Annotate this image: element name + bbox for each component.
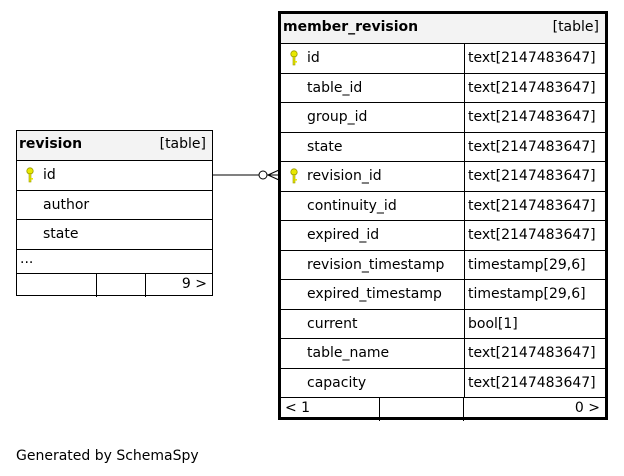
column-type: text[2147483647] (464, 221, 605, 250)
column-row-table-id[interactable]: table_id text[2147483647] (281, 73, 605, 103)
table-name: revision (19, 136, 83, 152)
column-name: current (307, 315, 358, 332)
column-name: table_name (307, 345, 390, 361)
more-columns-row: ... (17, 250, 212, 274)
revision-table[interactable]: revision [table] id author state ... 9 > (16, 130, 213, 297)
column-row-capacity[interactable]: capacity text[2147483647] (281, 368, 605, 398)
column-row-revision-timestamp[interactable]: revision_timestamp timestamp[29,6] (281, 250, 605, 280)
children-count: 9 > (181, 275, 207, 292)
column-type: text[2147483647] (464, 103, 605, 132)
column-type: text[2147483647] (464, 44, 605, 73)
column-name: expired_id (307, 227, 380, 243)
primary-key-icon (289, 168, 299, 184)
column-name: capacity (307, 374, 367, 391)
column-type: text[2147483647] (464, 339, 605, 368)
revision-table-footer: 9 > (17, 273, 212, 297)
column-type: text[2147483647] (464, 132, 605, 161)
footer-cell-children: 0 > (464, 398, 605, 421)
footer-cell-middle (380, 398, 464, 421)
footer-cell-middle (97, 273, 146, 297)
parents-count: < 1 (285, 400, 311, 416)
member-revision-table-footer: < 1 0 > (281, 398, 605, 421)
column-row-current[interactable]: current bool[1] (281, 309, 605, 339)
ellipsis-text: ... (20, 250, 34, 267)
footer-cell-parents (17, 273, 97, 297)
schemaspy-credit: Generated by SchemaSpy (16, 448, 199, 464)
column-type: text[2147483647] (464, 73, 605, 102)
column-name: revision_timestamp (307, 256, 445, 273)
revision-columns: id author state (17, 161, 212, 250)
column-name: group_id (307, 109, 368, 125)
crow-foot-marker (267, 169, 280, 176)
column-type: text[2147483647] (464, 191, 605, 220)
column-type: text[2147483647] (464, 368, 605, 397)
member-revision-table-header: member_revision [table] (281, 14, 605, 44)
column-row-continuity-id[interactable]: continuity_id text[2147483647] (281, 191, 605, 221)
column-name: table_id (307, 79, 363, 96)
footer-cell-children: 9 > (146, 274, 212, 297)
column-row-state[interactable]: state (17, 220, 212, 250)
table-type-label: [table] (552, 19, 599, 35)
column-row-group-id[interactable]: group_id text[2147483647] (281, 103, 605, 133)
column-row-table-name[interactable]: table_name text[2147483647] (281, 339, 605, 369)
column-name: revision_id (307, 168, 382, 184)
column-name: id (307, 50, 320, 66)
column-row-author[interactable]: author (17, 191, 212, 220)
column-row-revision-id[interactable]: revision_id text[2147483647] (281, 162, 605, 192)
column-type: text[2147483647] (464, 162, 605, 191)
column-row-id[interactable]: id (17, 161, 212, 191)
footer-cell-parents: < 1 (281, 398, 380, 421)
table-type-label: [table] (159, 136, 206, 152)
zero-optional-marker (258, 170, 268, 180)
column-row-id[interactable]: id text[2147483647] (281, 44, 605, 74)
table-name: member_revision (283, 19, 419, 35)
column-type: timestamp[29,6] (464, 250, 605, 279)
column-type: timestamp[29,6] (464, 280, 605, 309)
column-name: author (43, 196, 90, 213)
column-name: id (43, 167, 56, 183)
column-name: continuity_id (307, 197, 397, 214)
column-name: expired_timestamp (307, 286, 442, 302)
revision-table-header: revision [table] (17, 131, 212, 161)
member-revision-table[interactable]: member_revision [table] id text[214748364… (278, 11, 608, 421)
primary-key-icon (289, 50, 299, 66)
column-type: bool[1] (464, 309, 605, 338)
column-row-expired-timestamp[interactable]: expired_timestamp timestamp[29,6] (281, 280, 605, 310)
primary-key-icon (25, 167, 35, 183)
column-name: state (43, 226, 79, 242)
column-row-state[interactable]: state text[2147483647] (281, 132, 605, 162)
column-name: state (307, 138, 343, 155)
column-row-expired-id[interactable]: expired_id text[2147483647] (281, 221, 605, 251)
children-count: 0 > (574, 400, 600, 416)
member-revision-columns: id text[2147483647] table_id text[214748364… (281, 44, 605, 398)
